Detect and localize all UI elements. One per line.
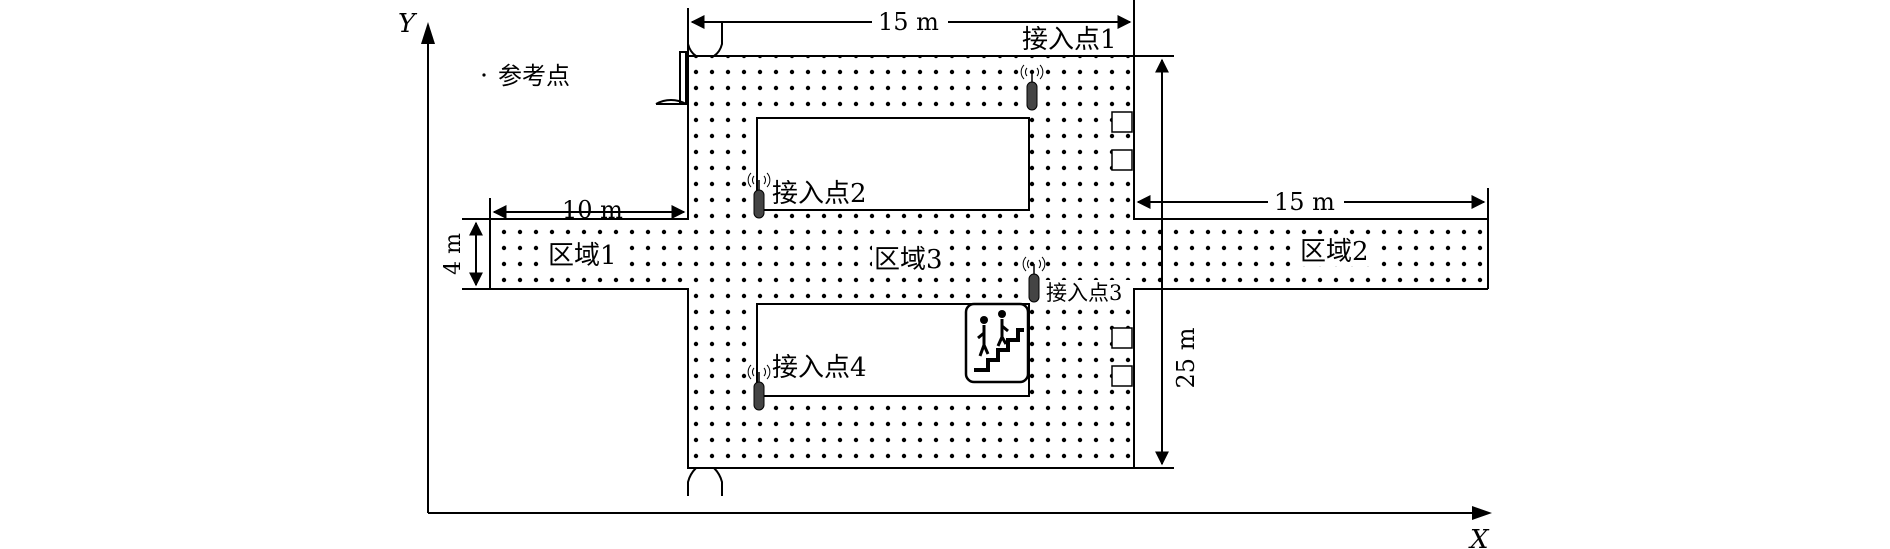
ap4-label: 接入点4 <box>772 353 867 383</box>
x-axis-label: X <box>1468 525 1490 549</box>
door-bottom <box>687 467 723 496</box>
region1-label-bg <box>546 240 622 270</box>
ap3-label: 接入点3 <box>1046 281 1122 305</box>
wifi-antenna-icon <box>1022 256 1046 303</box>
region3-label: 区域3 <box>874 245 943 275</box>
dimension-right-corridor: 15 m <box>1136 188 1489 219</box>
dimension-left-corridor: 10 m <box>489 196 686 224</box>
dim-width-label: 4 m <box>441 233 466 275</box>
fixture-box-4 <box>1111 365 1133 387</box>
wifi-antenna-icon <box>747 172 771 219</box>
dim-right-label: 15 m <box>1274 188 1335 216</box>
ap1-label: 接入点1 <box>1022 25 1117 55</box>
dim-left-label: 10 m <box>562 196 623 224</box>
dimension-hall-height: 25 m <box>1155 58 1200 466</box>
y-axis-label: Y <box>398 9 418 39</box>
legend-reference-point: 参考点 <box>482 62 570 90</box>
dimension-top-width: 15 m <box>687 0 1135 56</box>
legend-label: 参考点 <box>498 62 570 90</box>
dim-top-label-bg <box>872 8 948 36</box>
wall-fixtures <box>1111 111 1133 387</box>
dim-right-label-bg <box>1268 188 1344 216</box>
dim-top-label: 15 m <box>878 8 939 36</box>
y-axis-arrow-icon <box>421 22 435 44</box>
wall-bottom <box>490 288 1488 469</box>
fixture-box-1 <box>1111 111 1133 133</box>
x-axis-arrow-icon <box>1472 506 1492 520</box>
ap3-label-bg <box>1044 280 1132 304</box>
door-bottom-leaf-right-icon <box>713 467 723 496</box>
ap2-label: 接入点2 <box>772 179 867 209</box>
inner-room-upper <box>756 117 1030 211</box>
region1-label: 区域1 <box>548 241 617 271</box>
wall-top <box>490 55 1488 220</box>
door-left <box>655 51 687 105</box>
reference-point-dot-icon <box>482 73 486 77</box>
fixture-box-3 <box>1111 327 1133 349</box>
coordinate-axes: X Y <box>398 9 1492 549</box>
walls <box>489 55 1489 469</box>
dim-height-label-bg <box>1168 320 1198 396</box>
region3-label-bg <box>872 244 948 274</box>
door-top <box>687 14 723 57</box>
door-top-leaf-right-icon <box>713 22 723 57</box>
stairs-people-icon <box>964 302 1030 384</box>
door-top-leaf-left-icon <box>687 14 697 57</box>
wifi-antenna-icon <box>747 364 771 411</box>
fixture-box-2 <box>1111 149 1133 171</box>
door-left-frame <box>679 51 687 105</box>
dimension-corridor-width: 4 m <box>441 218 490 290</box>
wifi-antenna-icon <box>1020 64 1044 111</box>
region2-label-bg <box>1298 236 1374 266</box>
door-bottom-leaf-left-icon <box>687 467 697 496</box>
region2-label: 区域2 <box>1300 237 1369 267</box>
dim-height-label: 25 m <box>1172 327 1200 388</box>
